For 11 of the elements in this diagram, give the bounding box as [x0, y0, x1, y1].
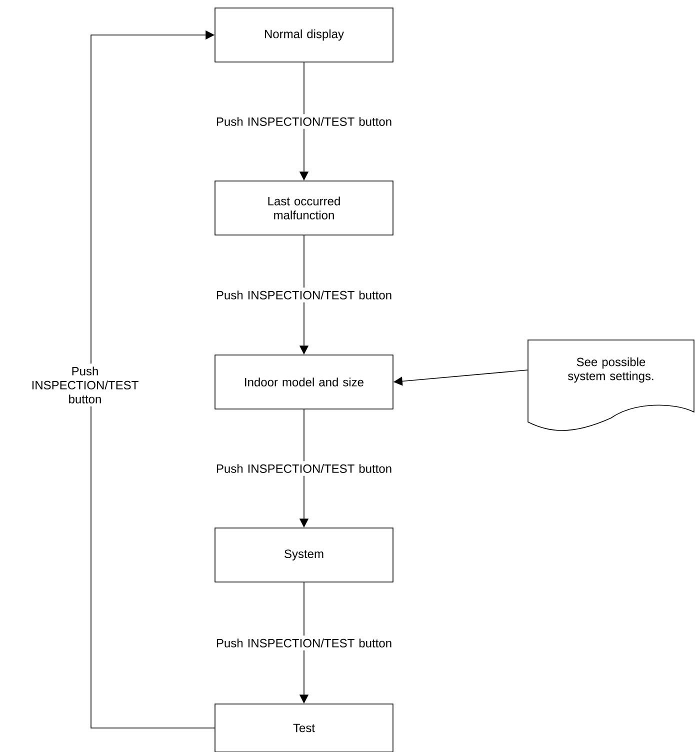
arrow — [90, 30, 215, 728]
edge-label: Push INSPECTION/TEST button — [216, 464, 392, 473]
edge-label: Push INSPECTION/TEST button — [216, 638, 392, 648]
edge-label: Push INSPECTION/TEST button — [216, 117, 392, 126]
process-box: System — [214, 528, 394, 582]
process-box: Last occurred malfunction — [214, 180, 394, 236]
edge-label: Push INSPECTION/TEST button — [216, 290, 392, 300]
process-box: Normal display — [214, 8, 394, 62]
process-box: Indoor model and size — [214, 354, 394, 410]
process-box: Test — [214, 704, 394, 752]
edge-label: Push INSPECTION/TEST button — [32, 366, 138, 404]
